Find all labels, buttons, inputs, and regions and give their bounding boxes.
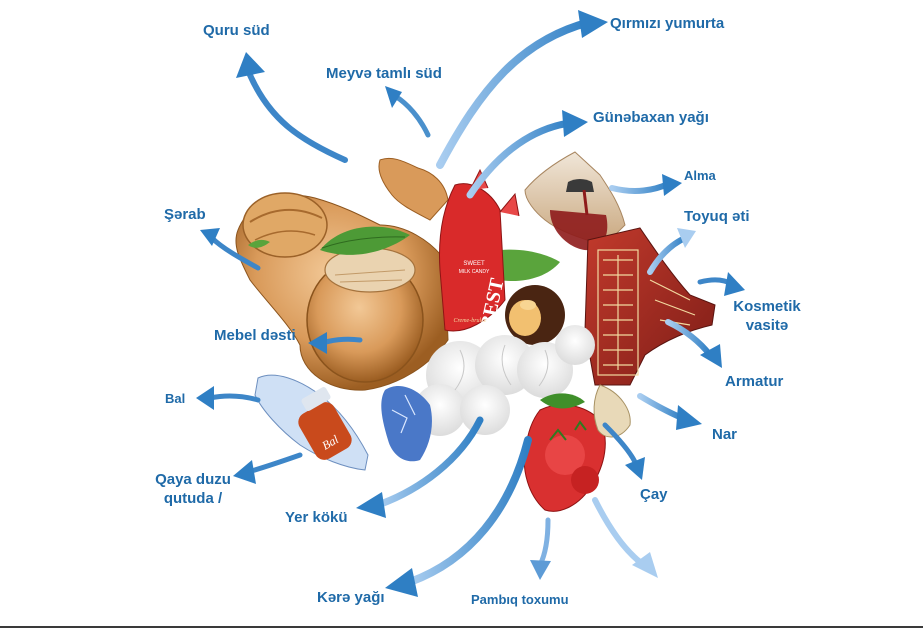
label-qaya-duzu-line2: qutuda /	[163, 490, 223, 507]
arrow-gunebaxan-yagi	[466, 119, 574, 199]
arrow-qirmizi-yumurta	[436, 18, 594, 169]
label-pambiq-toxumu: Pambıq toxumu	[471, 592, 569, 607]
candy-wrapper	[439, 183, 506, 332]
label-kosmetik-vasite: Kosmetik vasitə	[722, 297, 812, 335]
arrow-yer-koku	[374, 416, 484, 509]
label-bal: Bal	[165, 391, 186, 406]
label-kosmetik-vasite-text: Kosmetik vasitə	[733, 298, 801, 334]
arrow-bal	[207, 393, 261, 403]
arrow-meyve-tamli-sud	[392, 93, 431, 138]
carpet-region	[584, 227, 716, 386]
arrow-serab	[209, 235, 261, 271]
arrow-nar	[637, 393, 685, 421]
arrow-alma	[609, 181, 671, 194]
label-yer-koku: Yer kökü	[285, 509, 348, 526]
label-qaya-duzu-line1: Qaya duzu	[155, 471, 231, 488]
arrow-pambiq-toxumu	[537, 517, 551, 568]
arrow-quru-sud	[247, 72, 348, 163]
label-qaya-duzu: Qaya duzu qutuda /	[148, 470, 238, 508]
rock-salt-region	[381, 385, 432, 462]
arrow-kere-yagi	[406, 436, 532, 586]
candy-line2: MILK CANDY	[459, 269, 490, 275]
label-alma: Alma	[684, 168, 716, 183]
northern-peak	[378, 157, 449, 221]
label-armatur: Armatur	[725, 373, 784, 390]
label-toyuq-eti: Toyuq əti	[684, 208, 750, 225]
arrow-southeast	[592, 497, 643, 565]
label-mebel-desti: Mebel dəsti	[214, 327, 296, 344]
label-serab: Şərab	[164, 206, 206, 223]
label-cay: Çay	[640, 486, 668, 503]
label-quru-sud: Quru süd	[203, 22, 270, 39]
candy-line1: SWEET	[463, 261, 485, 267]
arrows	[196, 10, 745, 597]
label-meyve-tamli-sud: Meyvə tamlı süd	[326, 65, 442, 82]
label-kere-yagi: Kərə yağı	[317, 589, 385, 606]
honey-jar	[298, 402, 352, 460]
arrow-qaya-duzu	[245, 452, 303, 475]
carpet-pattern	[597, 249, 696, 376]
leaf-green	[320, 226, 410, 255]
candy-line3: Creme-brulee	[453, 318, 486, 324]
arrow-cay	[602, 422, 638, 465]
label-nar: Nar	[712, 426, 738, 443]
bottom-border	[0, 626, 923, 628]
label-gunebaxan-yagi: Günəbaxan yağı	[593, 109, 709, 126]
label-qirmizi-yumurta: Qırmızı yumurta	[610, 15, 725, 32]
